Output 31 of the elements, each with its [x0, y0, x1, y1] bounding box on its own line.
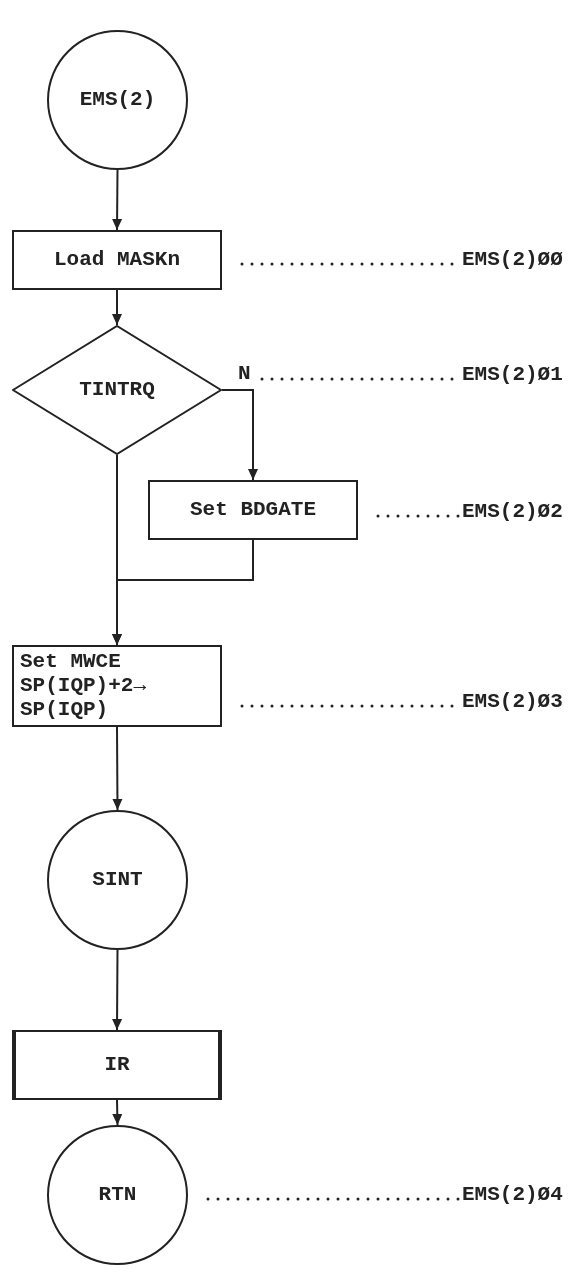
- node-label: Set BDGATE: [190, 498, 316, 522]
- leader-line: [376, 514, 462, 518]
- step-code: EMS(2)ØØ: [462, 248, 570, 272]
- predefined-process-box: [12, 1030, 222, 1100]
- decision-diamond: [12, 325, 222, 455]
- process-box: [12, 230, 222, 290]
- terminal-circle: [47, 1125, 188, 1265]
- node-label: Load MASKn: [54, 248, 180, 272]
- arrow: [112, 1099, 123, 1126]
- step-code: EMS(2)Ø1: [462, 363, 570, 387]
- step-code: EMS(2)Ø2: [462, 500, 570, 524]
- step-code: EMS(2)Ø4: [462, 1183, 570, 1207]
- node-label: SP(IQP)+2→ SP(IQP): [20, 674, 148, 722]
- node-label: SINT: [92, 868, 143, 892]
- process-box: [12, 645, 222, 727]
- node-label: RTN: [98, 1183, 137, 1207]
- node-label: Set MWCE: [20, 650, 121, 674]
- terminal-circle: [47, 810, 188, 950]
- arrow: [112, 169, 123, 231]
- node-label: TINTRQ: [79, 378, 155, 402]
- arrow: [112, 289, 122, 326]
- process-box: [148, 480, 358, 540]
- step-code: EMS(2)Ø3: [462, 690, 570, 714]
- arrow: [112, 539, 254, 646]
- node-label: IR: [104, 1053, 130, 1077]
- leader-line: [206, 1197, 462, 1201]
- arrow: [112, 726, 123, 811]
- arrow: [112, 949, 123, 1031]
- terminal-circle: [47, 30, 188, 170]
- arrow: [221, 389, 258, 481]
- node-label: EMS(2): [79, 88, 156, 112]
